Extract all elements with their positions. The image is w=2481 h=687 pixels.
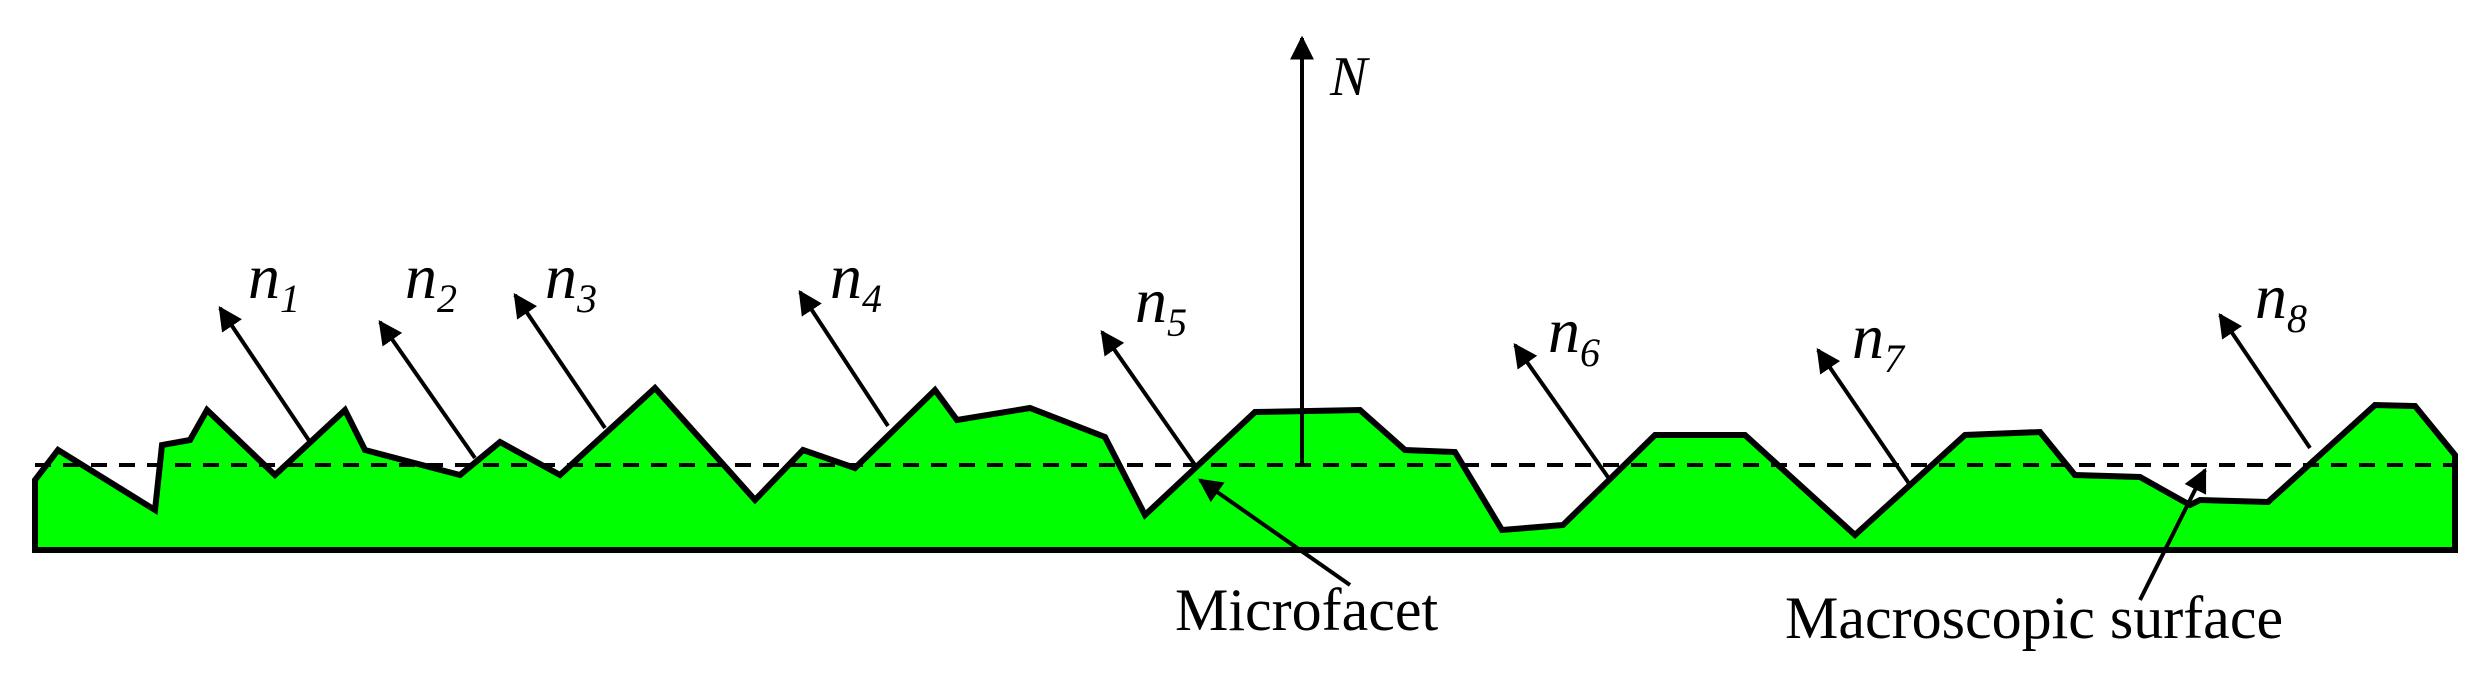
rough-surface (32, 383, 2458, 553)
normal-arrow-n2 (378, 320, 477, 460)
normal-label-n6: n6 (1548, 295, 1600, 375)
main-normal-label: N (1329, 46, 1370, 108)
microfacet-label: Microfacet (1175, 577, 1439, 643)
normal-label-n1: n1 (248, 241, 300, 321)
normal-arrow-n1 (218, 306, 312, 444)
normal-arrow-n3 (513, 293, 607, 430)
normal-label-n2: n2 (405, 241, 457, 321)
normal-label-n4: n4 (830, 241, 882, 321)
normal-label-n7: n7 (1852, 301, 1906, 381)
macroscopic-surface-label: Macroscopic surface (1785, 585, 2283, 651)
normal-label-n3: n3 (545, 241, 597, 321)
normal-arrow-n4 (798, 289, 890, 428)
normal-label-n8: n8 (2255, 261, 2307, 341)
normal-arrow-n8 (2218, 313, 2312, 450)
macroscopic-pointer (2138, 467, 2207, 601)
normal-arrow-n7 (1816, 348, 1912, 487)
microfacet-pointer (1198, 478, 1352, 587)
normal-arrow-n6 (1513, 343, 1612, 482)
normal-label-n5: n5 (1135, 265, 1187, 345)
normal-arrow-n5 (1100, 330, 1197, 467)
